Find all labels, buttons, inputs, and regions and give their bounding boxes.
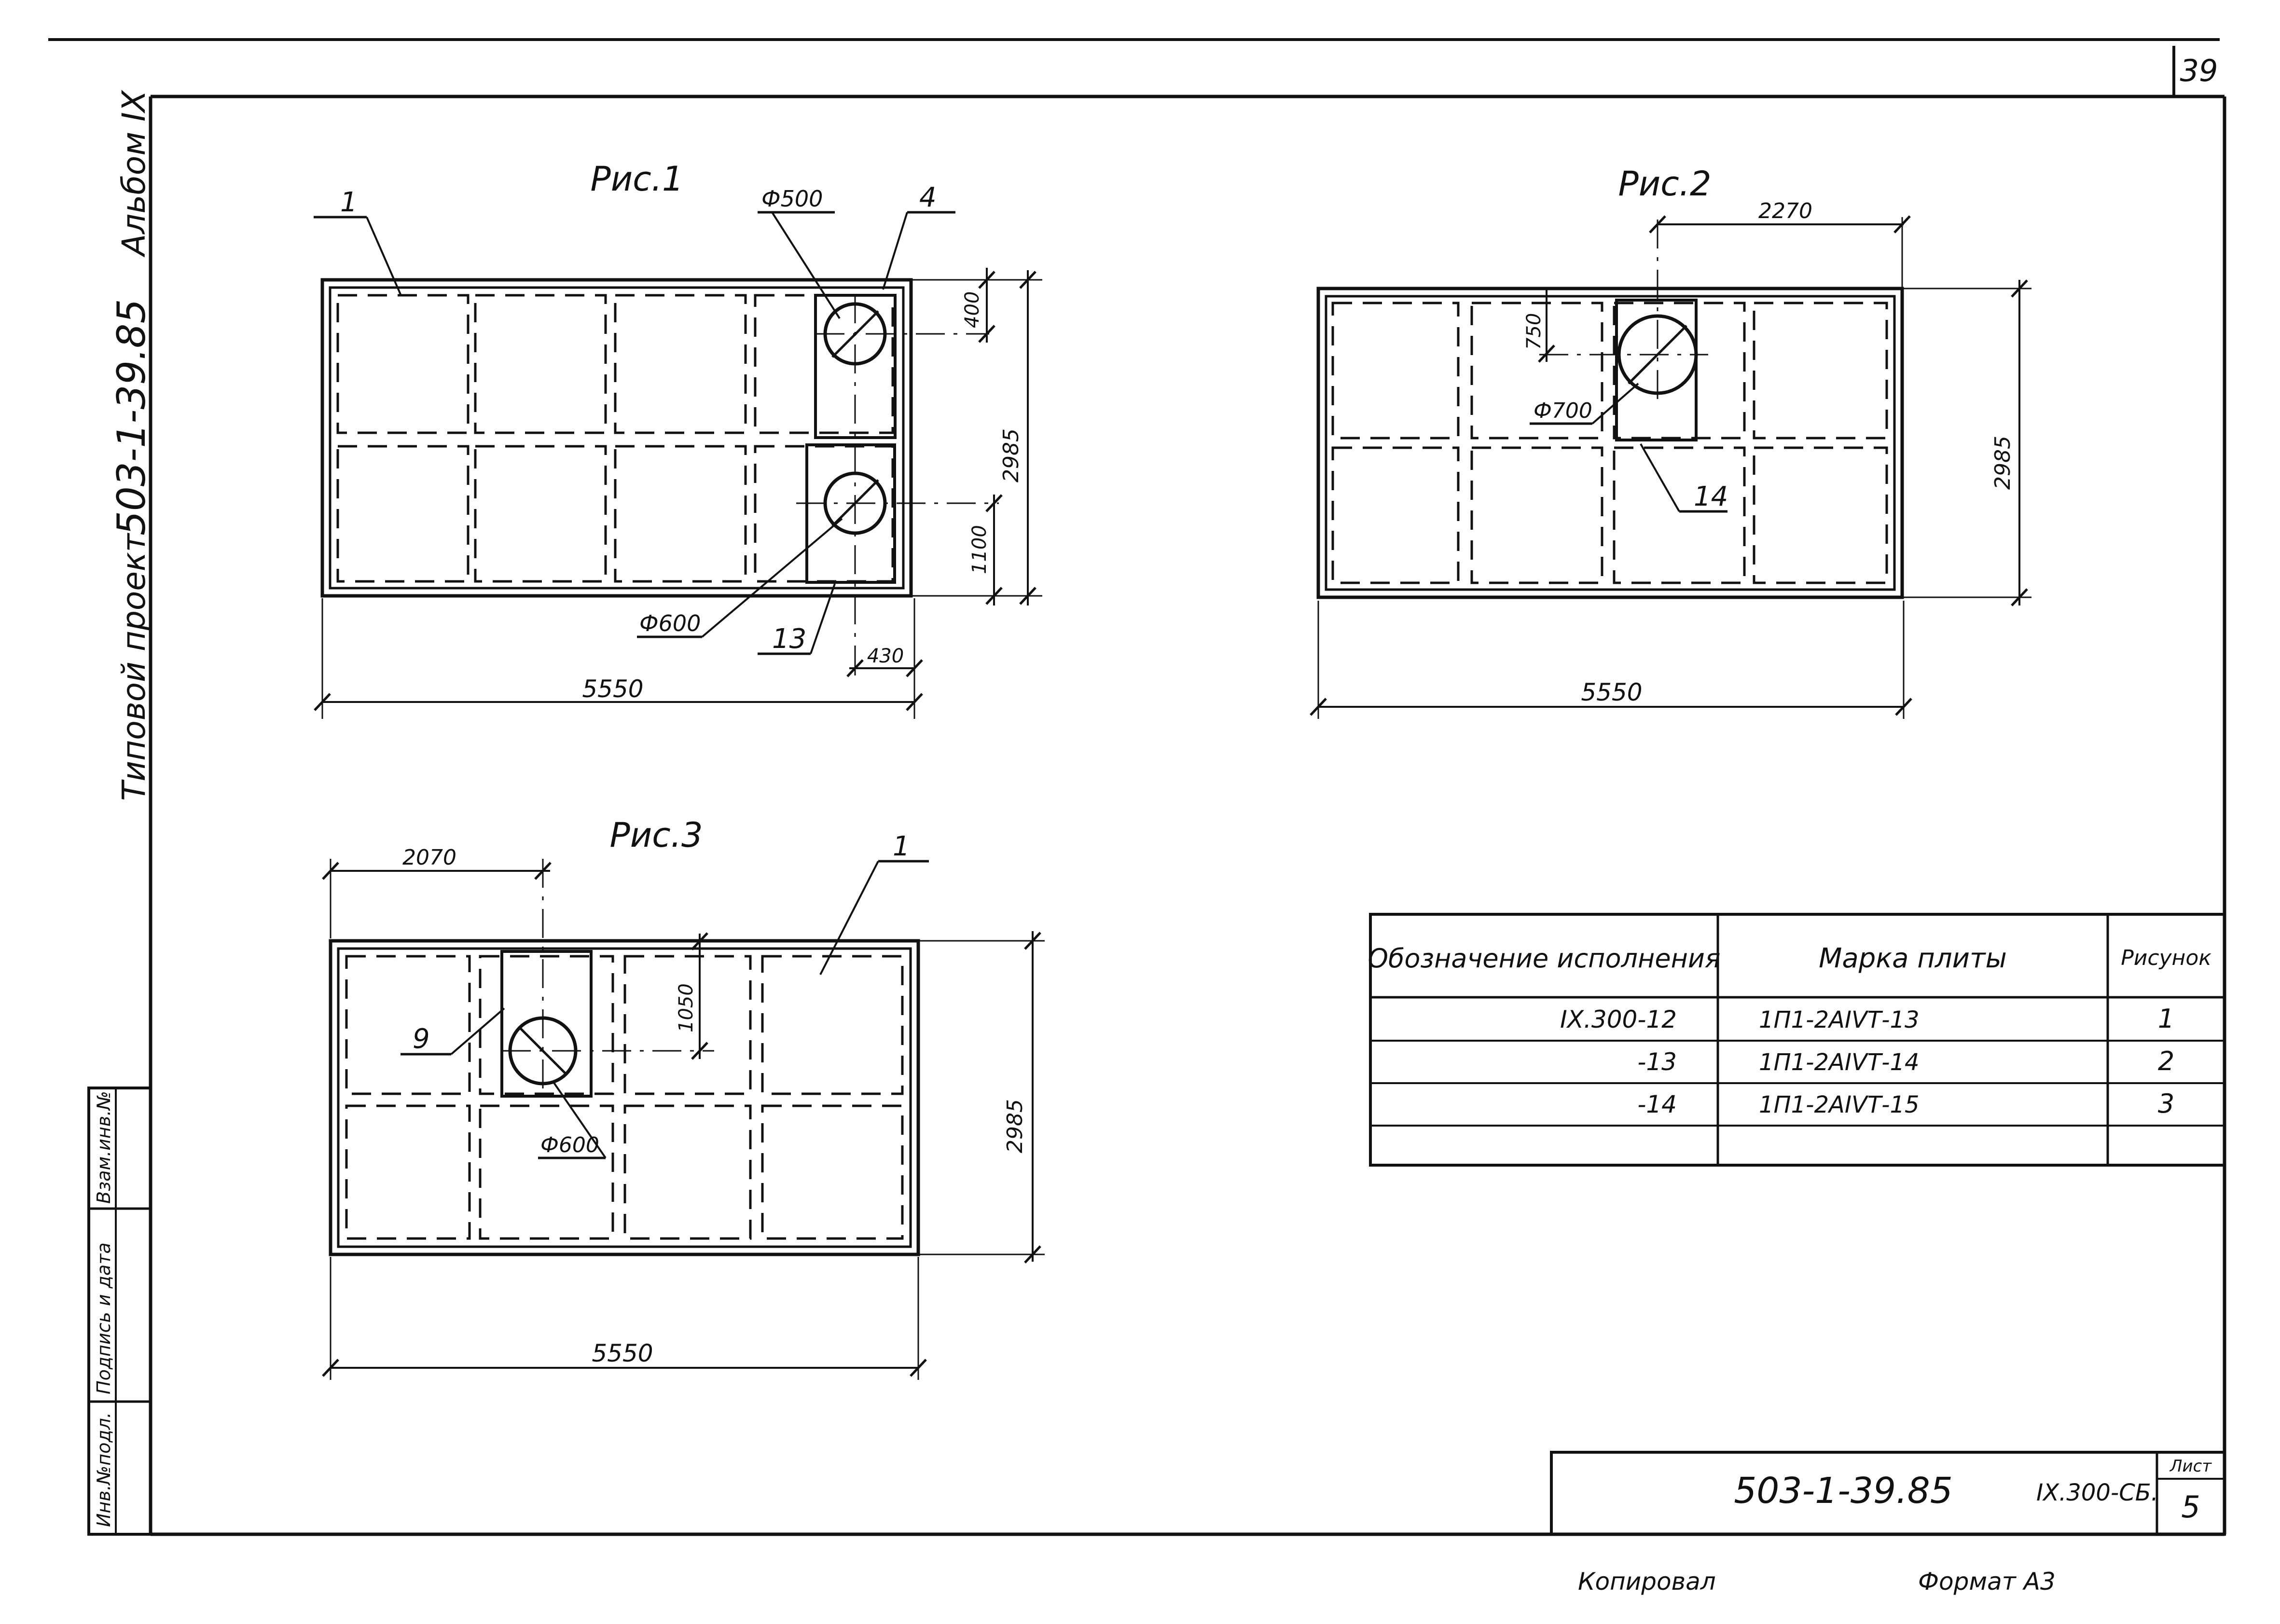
fig1-callout-pipe-bottom: Ф600 (639, 610, 701, 636)
fig2-dim-left-offset: 2270 (1758, 199, 1812, 223)
stamp-cell-inventory: Инв.№подл. (93, 1412, 114, 1527)
fig3-callout-frame: 9 (413, 1023, 430, 1055)
fig1-callout-slab: 1 (340, 187, 358, 218)
spec-row-2-figure: 2 (2158, 1046, 2174, 1076)
fig2-dim-top-offset: 750 (1523, 313, 1545, 350)
fig3-callout-slab: 1 (893, 831, 910, 862)
spec-row-3-figure: 3 (2158, 1088, 2174, 1119)
spec-row-3-designation: -14 (1637, 1090, 1677, 1118)
fig3-callout-pipe: Ф600 (540, 1133, 599, 1157)
figure-1: Рис.1 1 Ф500 4 (314, 159, 1042, 719)
project-label: Типовой проект (115, 532, 152, 801)
fig3-cells (345, 955, 904, 1240)
fig1-slab-outline (320, 278, 913, 598)
spec-row-1-figure: 1 (2158, 1004, 2174, 1034)
fig2-callout-pipe: Ф700 (1534, 399, 1592, 423)
spec-row-1-mark: 1П1-2АIVТ-13 (1759, 1006, 1920, 1033)
fig1-cells (336, 294, 894, 583)
fig3-slab-inner (337, 947, 912, 1248)
fig2-dim-height: 2985 (1990, 436, 2015, 490)
fig3-slab-outline (329, 939, 920, 1256)
fig1-callout-frame-top: 4 (919, 182, 937, 213)
fig2-dim-width: 5550 (1581, 678, 1642, 706)
title-block-sheet: 5 (2181, 1489, 2200, 1525)
fig2-frame (1615, 299, 1698, 441)
fig1-dim-height: 2985 (999, 428, 1023, 482)
fig2-callout-frame: 14 (1694, 481, 1728, 512)
fig1-callout-pipe-top: Ф500 (761, 186, 823, 212)
fig3-dim-top-offset: 1050 (675, 983, 697, 1032)
fig1-callout-frame-bottom: 13 (772, 623, 806, 655)
spec-row-2-designation: -13 (1637, 1048, 1677, 1076)
fig1-slab-inner (329, 286, 905, 590)
project-code: 503-1-39.85 (109, 299, 154, 536)
spec-row-3-mark: 1П1-2АIVТ-15 (1759, 1091, 1920, 1118)
stamp-cell-signature: Подпись и дата (93, 1242, 114, 1394)
title-block-sheet-label: Лист (2169, 1457, 2212, 1476)
side-stamp: Типовой проект 503-1-39.85 Альбом IX (109, 89, 154, 801)
spec-table: Обозначение исполнения Марка плиты Рисун… (1368, 913, 2226, 1167)
footer-format: Формат А3 (1918, 1568, 2056, 1596)
fig2-title: Рис.2 (1618, 164, 1712, 204)
figure-2: Рис.2 2270 750 Ф700 (1310, 164, 2031, 719)
stamp-cells: Инв.№подл. Подпись и дата Взам.инв.№ (87, 1087, 152, 1536)
fig1-dim-width: 5550 (582, 675, 643, 703)
fig3-dim-height: 2985 (1003, 1099, 1027, 1153)
sheet-number: 39 (2180, 53, 2218, 88)
spec-header-figure: Рисунок (2121, 946, 2211, 970)
title-block: 503-1-39.85 IX.300-СБ. Лист 5 (1550, 1451, 2226, 1536)
spec-row-1-designation: IX.300-12 (1560, 1005, 1677, 1033)
fig1-title: Рис.1 (591, 159, 684, 199)
fig3-dim-width: 5550 (592, 1339, 653, 1367)
fig2-cells (1331, 302, 1888, 584)
fig1-frame-bottom (805, 443, 896, 584)
stamp-cell-replace: Взам.инв.№ (93, 1091, 114, 1204)
fig3-dim-left-offset: 2070 (402, 845, 456, 870)
fig2-slab-inner (1325, 295, 1896, 591)
title-block-doc: IX.300-СБ. (2036, 1479, 2158, 1506)
fig3-title: Рис.3 (610, 815, 703, 855)
spec-header-mark: Марка плиты (1819, 943, 2007, 974)
spec-row-2-mark: 1П1-2АIVТ-14 (1759, 1049, 1920, 1076)
title-block-code: 503-1-39.85 (1734, 1470, 1953, 1512)
fig1-dim-bottom-offset: 1100 (968, 525, 991, 574)
figure-3: Рис.3 2070 1050 1 (322, 815, 1045, 1380)
fig3-frame (500, 950, 593, 1098)
footer-copied: Копировал (1578, 1568, 1716, 1596)
fig2-slab-outline (1316, 287, 1904, 599)
album-label: Альбом IX (115, 89, 152, 258)
spec-header-designation: Обозначение исполнения (1368, 943, 1721, 974)
sheet-number-box: 39 (2172, 46, 2218, 96)
fig1-dim-top-offset: 400 (961, 291, 983, 328)
fig1-dim-right-offset: 430 (867, 645, 904, 667)
